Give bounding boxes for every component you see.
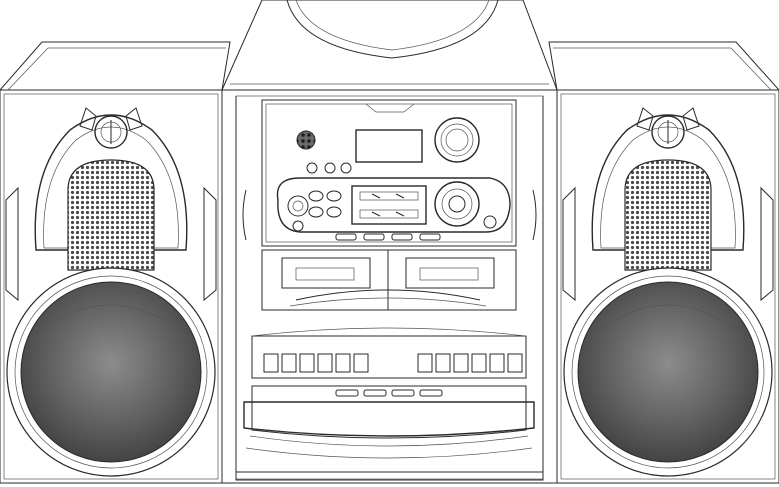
right-speaker-top <box>548 41 779 91</box>
cassette-deck <box>261 249 517 311</box>
right-tweeter-bezel <box>591 114 745 251</box>
cd-key-3[interactable] <box>391 389 415 397</box>
right-woofer-cone <box>577 281 759 463</box>
tape-key-l3[interactable] <box>299 353 315 373</box>
small-button-3[interactable] <box>340 162 352 174</box>
small-button-2[interactable] <box>324 162 336 174</box>
left-small-button[interactable] <box>292 220 304 232</box>
cd-tray[interactable] <box>243 401 535 437</box>
left-tweeter-bezel <box>34 114 188 251</box>
right-mid-grille <box>624 159 712 271</box>
function-key-4[interactable] <box>419 233 441 241</box>
control-panel-frame <box>261 99 517 247</box>
navigation-center-button[interactable] <box>448 195 466 213</box>
left-speaker-top <box>0 41 231 91</box>
left-dial[interactable] <box>287 195 309 217</box>
center-unit <box>221 0 558 484</box>
volume-knob[interactable] <box>434 117 480 163</box>
tape-controls-frame <box>251 335 527 379</box>
tape-key-l5[interactable] <box>335 353 351 373</box>
tape-key-r3[interactable] <box>453 353 469 373</box>
oval-button-3[interactable] <box>308 206 324 218</box>
tape-display-window <box>351 185 427 225</box>
cd-key-1[interactable] <box>335 389 359 397</box>
left-mid-grille <box>67 159 155 271</box>
cd-key-4[interactable] <box>419 389 443 397</box>
navigation-ring[interactable] <box>434 181 480 227</box>
right-speaker <box>548 41 779 484</box>
tape-key-l1[interactable] <box>263 353 279 373</box>
tape-controls <box>251 327 527 379</box>
right-top-knob <box>651 115 685 149</box>
tape-key-l2[interactable] <box>281 353 297 373</box>
left-top-knob <box>94 115 128 149</box>
tape-key-l4[interactable] <box>317 353 333 373</box>
cassette-door-right[interactable] <box>405 257 495 289</box>
tape-key-r1[interactable] <box>417 353 433 373</box>
cd-drawer <box>243 385 535 459</box>
control-panel <box>261 99 517 247</box>
function-key-3[interactable] <box>391 233 413 241</box>
turntable-lid <box>221 0 558 91</box>
tape-key-r4[interactable] <box>471 353 487 373</box>
left-speaker <box>0 41 231 484</box>
oval-button-1[interactable] <box>308 190 324 202</box>
left-woofer-cone <box>20 281 202 463</box>
power-led-grille <box>296 130 316 150</box>
tape-key-r5[interactable] <box>489 353 505 373</box>
center-base <box>235 471 544 481</box>
small-button-1[interactable] <box>306 162 318 174</box>
cassette-door-left[interactable] <box>281 257 371 289</box>
control-band <box>276 177 511 233</box>
turntable-dust-cover <box>286 0 499 59</box>
right-deck-keys <box>417 353 523 373</box>
tape-key-l6[interactable] <box>353 353 369 373</box>
left-deck-keys <box>263 353 369 373</box>
tape-key-r2[interactable] <box>435 353 451 373</box>
cd-key-2[interactable] <box>363 389 387 397</box>
tape-key-r6[interactable] <box>507 353 523 373</box>
function-key-1[interactable] <box>335 233 357 241</box>
cd-drawer-frame <box>251 385 527 439</box>
right-small-button[interactable] <box>483 215 497 229</box>
oval-button-2[interactable] <box>326 190 342 202</box>
function-key-2[interactable] <box>363 233 385 241</box>
oval-button-4[interactable] <box>326 206 342 218</box>
lcd-display <box>355 129 423 163</box>
